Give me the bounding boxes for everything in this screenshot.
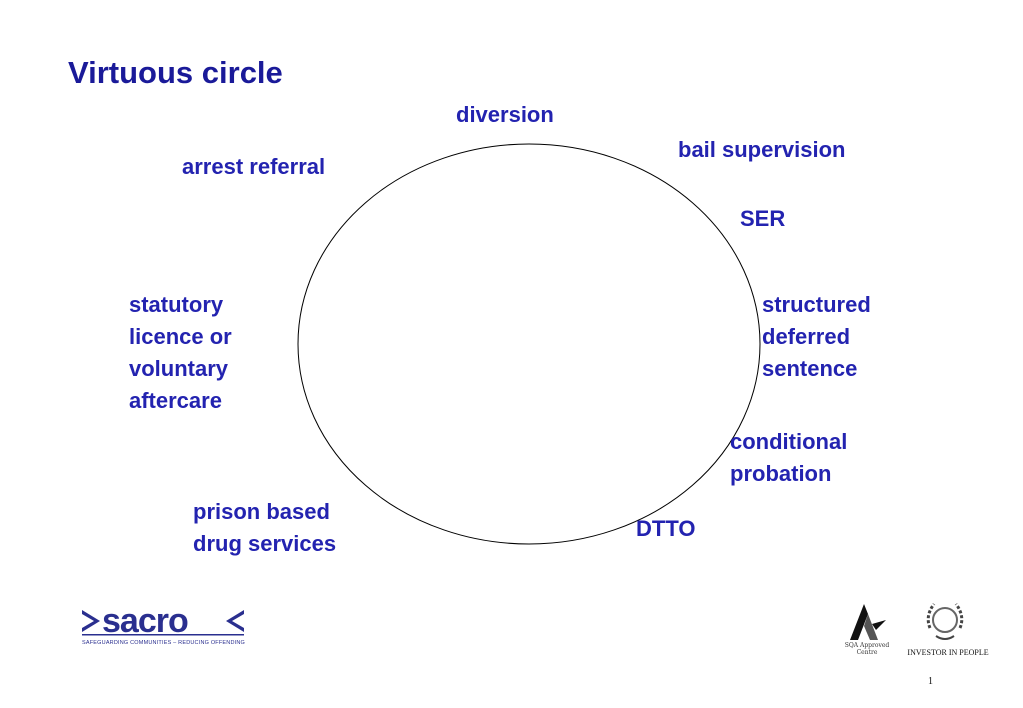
sqa-approved-text: SQA Approved Centre xyxy=(844,642,890,656)
slide-title: Virtuous circle xyxy=(68,55,283,90)
label-dtto: DTTO xyxy=(636,516,696,541)
sqa-approved-icon xyxy=(850,604,886,640)
label-ser: SER xyxy=(740,206,786,231)
label-conditional-probation: conditional probation xyxy=(730,429,848,486)
sacro-tagline: SAFEGUARDING COMMUNITIES – REDUCING OFFE… xyxy=(82,640,246,646)
label-statutory-licence: statutory licence or voluntary aftercare xyxy=(129,292,232,413)
circle-outline xyxy=(297,143,761,545)
sacro-chevron-icons xyxy=(82,610,244,636)
label-diversion: diversion xyxy=(456,102,554,127)
label-prison-drug-services: prison based drug services xyxy=(193,499,337,556)
investor-in-people-text: INVESTOR IN PEOPLE xyxy=(907,648,989,657)
label-bail-supervision: bail supervision xyxy=(678,137,846,162)
page-number: 1 xyxy=(928,676,933,687)
sacro-wordmark: sacro xyxy=(102,602,189,640)
label-structured-deferred-sentence: structured deferred sentence xyxy=(762,292,871,381)
label-arrest-referral: arrest referral xyxy=(182,154,326,179)
investor-in-people-wreath-icon xyxy=(926,603,964,640)
sacro-logo: sacro SAFEGUARDING COMMUNITIES – REDUCIN… xyxy=(80,602,250,650)
